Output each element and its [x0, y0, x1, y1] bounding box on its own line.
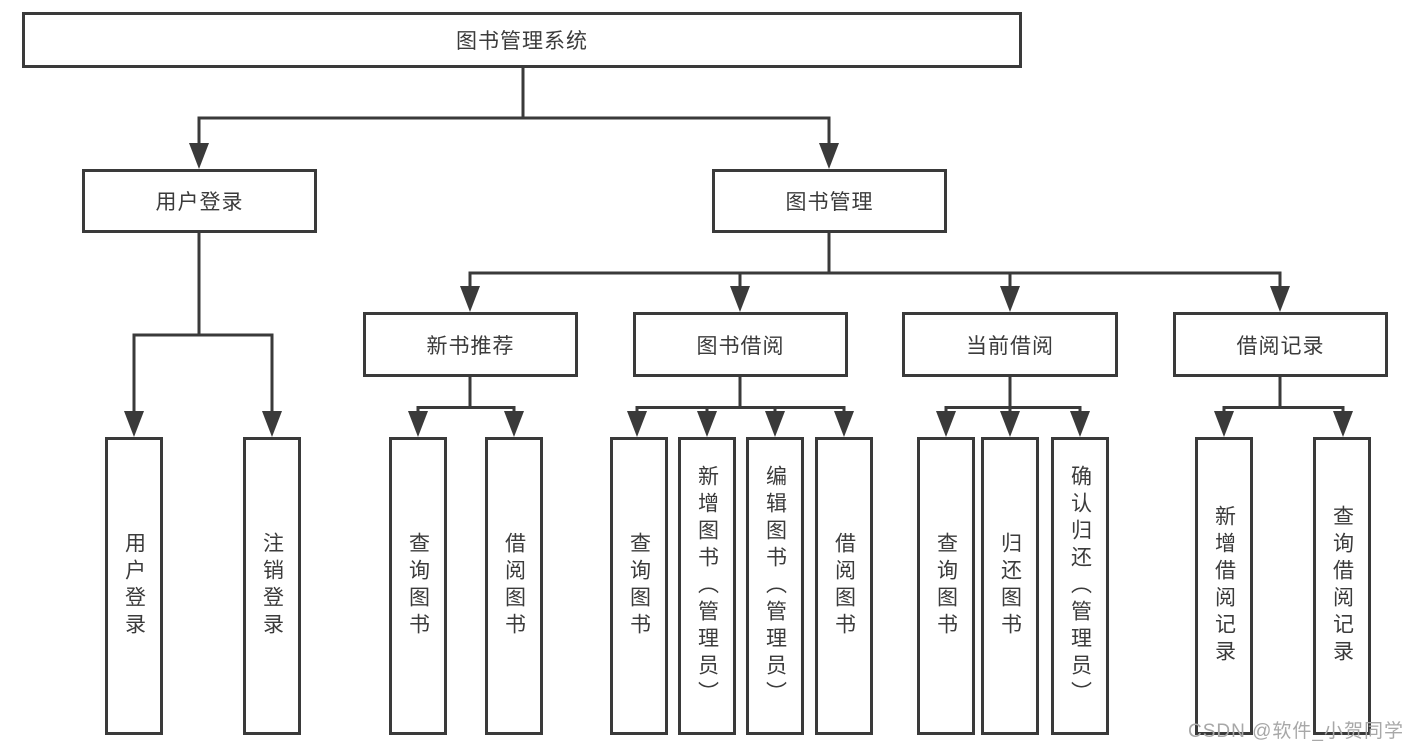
node-book-management: 图书管理 [712, 169, 947, 233]
csdn-watermark: CSDN @软件_小贺同学 [1188, 721, 1404, 742]
leaf-user-login: 用户登录 [105, 437, 163, 735]
leaf-borrowsec-borrow-books: 借阅图书 [815, 437, 873, 735]
leaf-current-query-books: 查询图书 [917, 437, 975, 735]
leaf-newbook-query-books: 查询图书 [389, 437, 447, 735]
leaf-borrowsec-query-books: 查询图书 [610, 437, 668, 735]
node-current-borrowing: 当前借阅 [902, 312, 1118, 377]
node-root-system: 图书管理系统 [22, 12, 1022, 68]
leaf-newbook-borrow-books: 借阅图书 [485, 437, 543, 735]
node-borrow-records: 借阅记录 [1173, 312, 1388, 377]
arrowhead-icons [124, 143, 1353, 437]
leaf-logout: 注销登录 [243, 437, 301, 735]
leaf-current-confirm-return-admin: 确认归还（管理员） [1051, 437, 1109, 735]
node-new-book-recommend: 新书推荐 [363, 312, 578, 377]
leaf-borrowsec-edit-books-admin: 编辑图书（管理员） [746, 437, 804, 735]
node-user-login: 用户登录 [82, 169, 317, 233]
leaf-borrowsec-add-books-admin: 新增图书（管理员） [678, 437, 736, 735]
node-book-borrowing: 图书借阅 [633, 312, 848, 377]
leaf-current-return-books: 归还图书 [981, 437, 1039, 735]
leaf-records-add-borrow-record: 新增借阅记录 [1195, 437, 1253, 735]
leaf-records-query-borrow-record: 查询借阅记录 [1313, 437, 1371, 735]
